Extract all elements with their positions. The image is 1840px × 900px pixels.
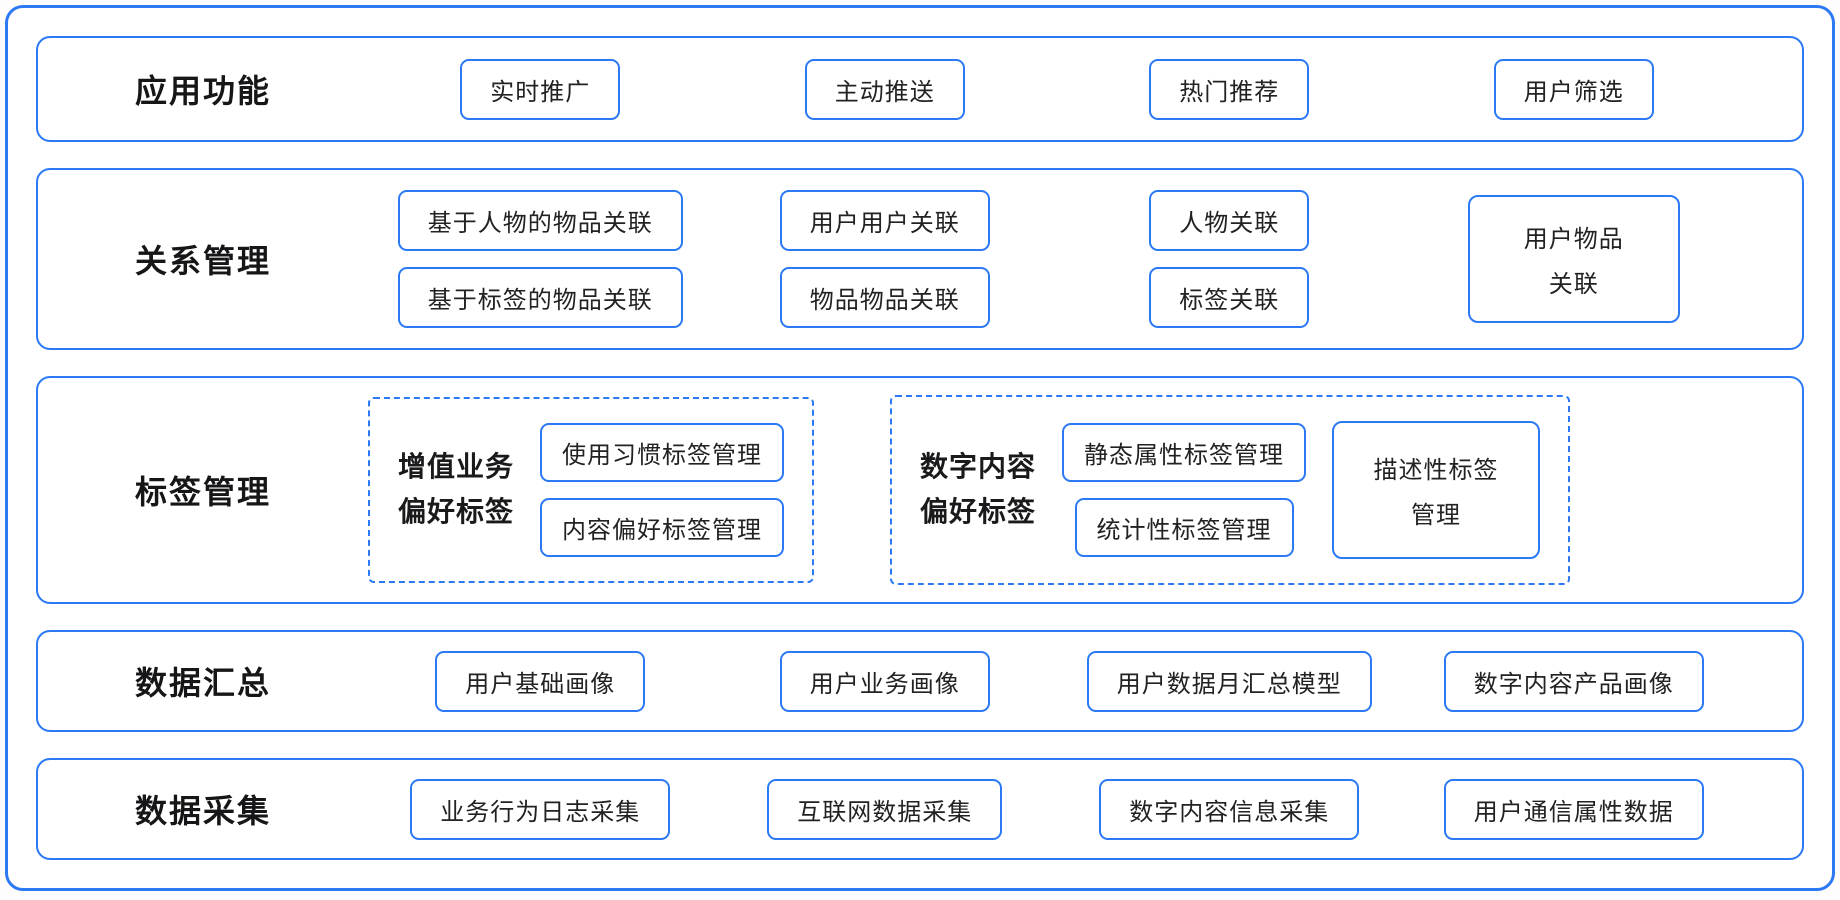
chip-statistical-tag-mgmt: 统计性标签管理 [1074, 498, 1294, 557]
tag-management-content: 增值业务 偏好标签 使用习惯标签管理 内容偏好标签管理 数字内容 偏好标签 静态… [368, 395, 1802, 585]
digital-content-tag-buttons: 静态属性标签管理 统计性标签管理 [1062, 423, 1307, 557]
chip-tag-relation: 标签关联 [1149, 267, 1310, 328]
user-item-relation-line2: 关联 [1548, 270, 1599, 298]
group-label-digital-content-line1: 数字内容 [920, 450, 1037, 484]
relation-col-item-association: 基于人物的物品关联 基于标签的物品关联 [397, 190, 683, 328]
chip-user-communication-attribute-data: 用户通信属性数据 [1443, 778, 1704, 840]
layer-app-functions: 应用功能 实时推广 主动推送 热门推荐 用户筛选 [36, 36, 1804, 142]
chip-user-basic-profile: 用户基础画像 [435, 650, 646, 712]
chip-user-business-profile: 用户业务画像 [779, 650, 990, 712]
chip-user-item-relation: 用户物品 关联 [1467, 195, 1680, 323]
chip-item-relation-by-person: 基于人物的物品关联 [397, 190, 683, 251]
layer-label-relation-management: 关系管理 [134, 242, 271, 280]
value-added-tag-buttons: 使用习惯标签管理 内容偏好标签管理 [540, 423, 785, 557]
chip-digital-content-info-collection: 数字内容信息采集 [1099, 778, 1360, 840]
chip-internet-data-collection: 互联网数据采集 [767, 778, 1003, 840]
layer-data-summary: 数据汇总 用户基础画像 用户业务画像 用户数据月汇总模型 数字内容产品画像 [36, 630, 1804, 732]
layer-tag-management: 标签管理 增值业务 偏好标签 使用习惯标签管理 内容偏好标签管理 数字内容 偏好… [36, 376, 1804, 604]
chip-active-push: 主动推送 [804, 58, 965, 120]
chip-user-user-relation: 用户用户关联 [779, 190, 990, 251]
chip-item-relation-by-tag: 基于标签的物品关联 [397, 267, 683, 328]
relation-col-entity-pairs: 用户用户关联 物品物品关联 [779, 190, 990, 328]
chip-static-attribute-tag-mgmt: 静态属性标签管理 [1062, 423, 1307, 482]
layer-relation-management: 关系管理 基于人物的物品关联 基于标签的物品关联 用户用户关联 物品物品关联 人… [36, 168, 1804, 350]
chip-business-behavior-log-collection: 业务行为日志采集 [410, 778, 671, 840]
relation-col-single: 人物关联 标签关联 [1149, 190, 1310, 328]
architecture-diagram-frame: 应用功能 实时推广 主动推送 热门推荐 用户筛选 关系管理 基于人物的物品关联 … [5, 5, 1835, 891]
layer-label-tag-management: 标签管理 [134, 473, 271, 511]
chip-person-relation: 人物关联 [1149, 190, 1310, 251]
chip-user-filter: 用户筛选 [1493, 58, 1654, 120]
layer-label-data-summary: 数据汇总 [134, 664, 271, 702]
chip-digital-content-product-profile: 数字内容产品画像 [1443, 650, 1704, 712]
data-summary-items: 用户基础画像 用户业务画像 用户数据月汇总模型 数字内容产品画像 [368, 650, 1802, 712]
chip-descriptive-tag-mgmt: 描述性标签 管理 [1332, 421, 1541, 559]
descriptive-tag-mgmt-line2: 管理 [1411, 501, 1462, 529]
group-label-digital-content-line2: 偏好标签 [920, 495, 1037, 528]
group-label-value-added-line2: 偏好标签 [398, 495, 515, 528]
group-label-value-added: 增值业务 偏好标签 [398, 445, 514, 535]
group-label-digital-content: 数字内容 偏好标签 [920, 445, 1036, 535]
chip-item-item-relation: 物品物品关联 [779, 267, 990, 328]
chip-content-preference-tag-mgmt: 内容偏好标签管理 [540, 498, 785, 557]
layer-label-app-functions: 应用功能 [134, 72, 271, 110]
group-value-added-preference-tags: 增值业务 偏好标签 使用习惯标签管理 内容偏好标签管理 [368, 397, 815, 583]
data-collection-items: 业务行为日志采集 互联网数据采集 数字内容信息采集 用户通信属性数据 [368, 778, 1802, 840]
user-item-relation-line1: 用户物品 [1523, 225, 1624, 253]
group-label-value-added-line1: 增值业务 [398, 450, 515, 484]
layer-data-collection: 数据采集 业务行为日志采集 互联网数据采集 数字内容信息采集 用户通信属性数据 [36, 758, 1804, 860]
chip-user-data-monthly-summary-model: 用户数据月汇总模型 [1086, 650, 1372, 712]
chip-usage-habit-tag-mgmt: 使用习惯标签管理 [540, 423, 785, 482]
app-functions-items: 实时推广 主动推送 热门推荐 用户筛选 [368, 58, 1802, 120]
chip-realtime-promotion: 实时推广 [460, 58, 621, 120]
layer-label-data-collection: 数据采集 [134, 792, 271, 830]
chip-hot-recommendation: 热门推荐 [1149, 58, 1310, 120]
relation-management-items: 基于人物的物品关联 基于标签的物品关联 用户用户关联 物品物品关联 人物关联 标… [368, 190, 1802, 328]
group-digital-content-preference-tags: 数字内容 偏好标签 静态属性标签管理 统计性标签管理 描述性标签 管理 [890, 395, 1571, 585]
descriptive-tag-mgmt-line1: 描述性标签 [1373, 456, 1499, 484]
